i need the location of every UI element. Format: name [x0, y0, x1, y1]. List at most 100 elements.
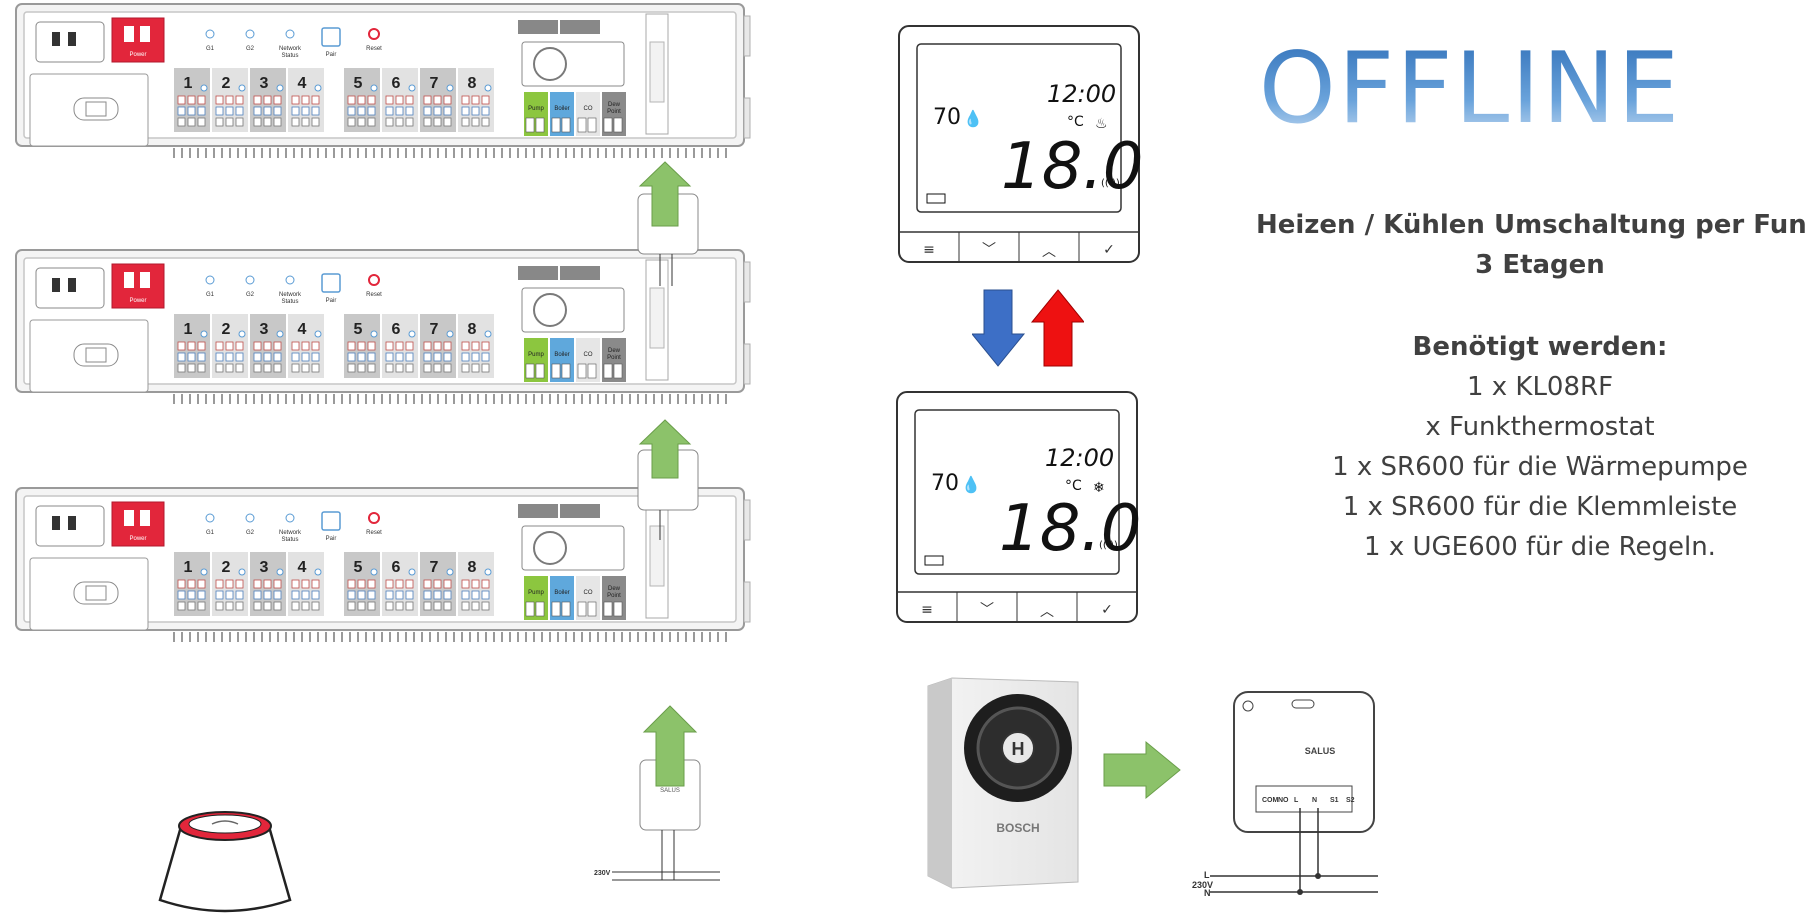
zone-terminal: [423, 363, 432, 373]
zone-led: [446, 330, 454, 338]
zone-terminal: [443, 117, 452, 127]
zone-number: 5: [354, 75, 363, 92]
zone-terminal: [235, 106, 244, 116]
terminal-label: L: [1294, 797, 1299, 804]
reset-label: Reset: [366, 292, 382, 298]
zone-terminal: [225, 106, 234, 116]
battery-icon: [926, 193, 946, 204]
zone-terminal: [347, 117, 356, 127]
zone-number: 7: [430, 75, 439, 92]
zone-number: 6: [392, 75, 401, 92]
zone-terminal: [301, 590, 310, 600]
needed-item-3: 1 x SR600 für die Wärmepumpe: [1332, 452, 1748, 482]
point-label: Point: [607, 355, 621, 361]
g2-label: G2: [246, 46, 255, 52]
zone-terminal: [197, 95, 206, 105]
zone-terminal: [301, 341, 310, 351]
heatpump-logo-h: H: [1012, 739, 1025, 759]
zone-terminal: [263, 579, 272, 589]
zone-terminal: [215, 590, 224, 600]
humidity-value: 70: [933, 105, 961, 130]
chevron-up-icon: ︿: [1042, 244, 1056, 260]
zone-terminal: [405, 341, 414, 351]
zone-terminal: [225, 341, 234, 351]
zone-number: 1: [184, 321, 193, 338]
g2-label: G2: [246, 292, 255, 298]
battery-icon: [924, 555, 944, 566]
zone-terminal: [357, 601, 366, 611]
zone-terminal: [423, 579, 432, 589]
zone-number: 2: [222, 321, 231, 338]
zone-terminal: [273, 117, 282, 127]
menu-icon: ≡: [923, 242, 935, 258]
zone-terminal: [311, 95, 320, 105]
zone-terminal: [471, 117, 480, 127]
zone-terminal: [273, 601, 282, 611]
zone-led: [200, 84, 208, 92]
zone-terminal: [215, 117, 224, 127]
g1-label: G1: [206, 46, 215, 52]
thermostat-heating: ≡ ﹀ ︿ ✓ 70 💧 12:00 °C ♨ 18.0 ((·)): [898, 25, 1141, 263]
chevron-up-icon: ︿: [1040, 604, 1054, 620]
zone-number: 5: [354, 321, 363, 338]
heat-pump-unit: H BOSCH: [927, 677, 1079, 889]
zone-terminal: [301, 579, 310, 589]
zone-terminal: [263, 352, 272, 362]
zone-led: [200, 330, 208, 338]
temperature-display: 18.0: [1001, 130, 1141, 204]
zone-terminal: [187, 341, 196, 351]
zone-terminal: [443, 95, 452, 105]
zone-terminal: [225, 590, 234, 600]
zone-number: 3: [260, 75, 269, 92]
receiver-group-floor-1: SALUS: [637, 161, 699, 286]
zone-terminal: [385, 352, 394, 362]
zone-terminal: [311, 117, 320, 127]
voltage-label: 230V: [1192, 880, 1213, 890]
zone-terminal: [253, 601, 262, 611]
zone-led: [238, 84, 246, 92]
zone-terminal: [405, 601, 414, 611]
zone-terminal: [481, 106, 490, 116]
zone-terminal: [423, 341, 432, 351]
snowflake-icon: ❄: [1093, 480, 1105, 496]
zone-number: 5: [354, 559, 363, 576]
zone-terminal: [385, 601, 394, 611]
zone-terminal: [273, 363, 282, 373]
zone-terminal: [197, 352, 206, 362]
terminal-label: NO: [1278, 797, 1289, 804]
zone-number: 3: [260, 321, 269, 338]
zone-terminal: [347, 579, 356, 589]
zone-led: [276, 330, 284, 338]
zone-terminal: [481, 363, 490, 373]
zone-terminal: [187, 95, 196, 105]
zone-terminal: [311, 352, 320, 362]
zone-led: [238, 568, 246, 576]
zone-led: [408, 84, 416, 92]
zone-led: [370, 568, 378, 576]
zone-terminal: [215, 363, 224, 373]
zone-terminal: [291, 579, 300, 589]
zone-terminal: [263, 363, 272, 373]
network-label: Network: [279, 292, 302, 298]
zone-terminal: [263, 95, 272, 105]
zone-terminal: [385, 341, 394, 351]
zone-number: 7: [430, 559, 439, 576]
zone-terminal: [367, 106, 376, 116]
needed-item-2: x Funkthermostat: [1425, 412, 1655, 442]
check-icon: ✓: [1101, 602, 1113, 618]
zone-number: 8: [468, 75, 477, 92]
reset-label: Reset: [366, 46, 382, 52]
zone-terminal: [197, 590, 206, 600]
zone-terminal: [225, 601, 234, 611]
status-label: Status: [281, 537, 298, 543]
power-label: Power: [129, 536, 146, 542]
zone-terminal: [301, 117, 310, 127]
zone-terminal: [235, 352, 244, 362]
zone-terminal: [367, 601, 376, 611]
zone-number: 4: [298, 75, 307, 92]
receiver-brand: SALUS: [1305, 746, 1336, 756]
chevron-down-icon: ﹀: [980, 602, 994, 618]
zone-terminal: [253, 117, 262, 127]
